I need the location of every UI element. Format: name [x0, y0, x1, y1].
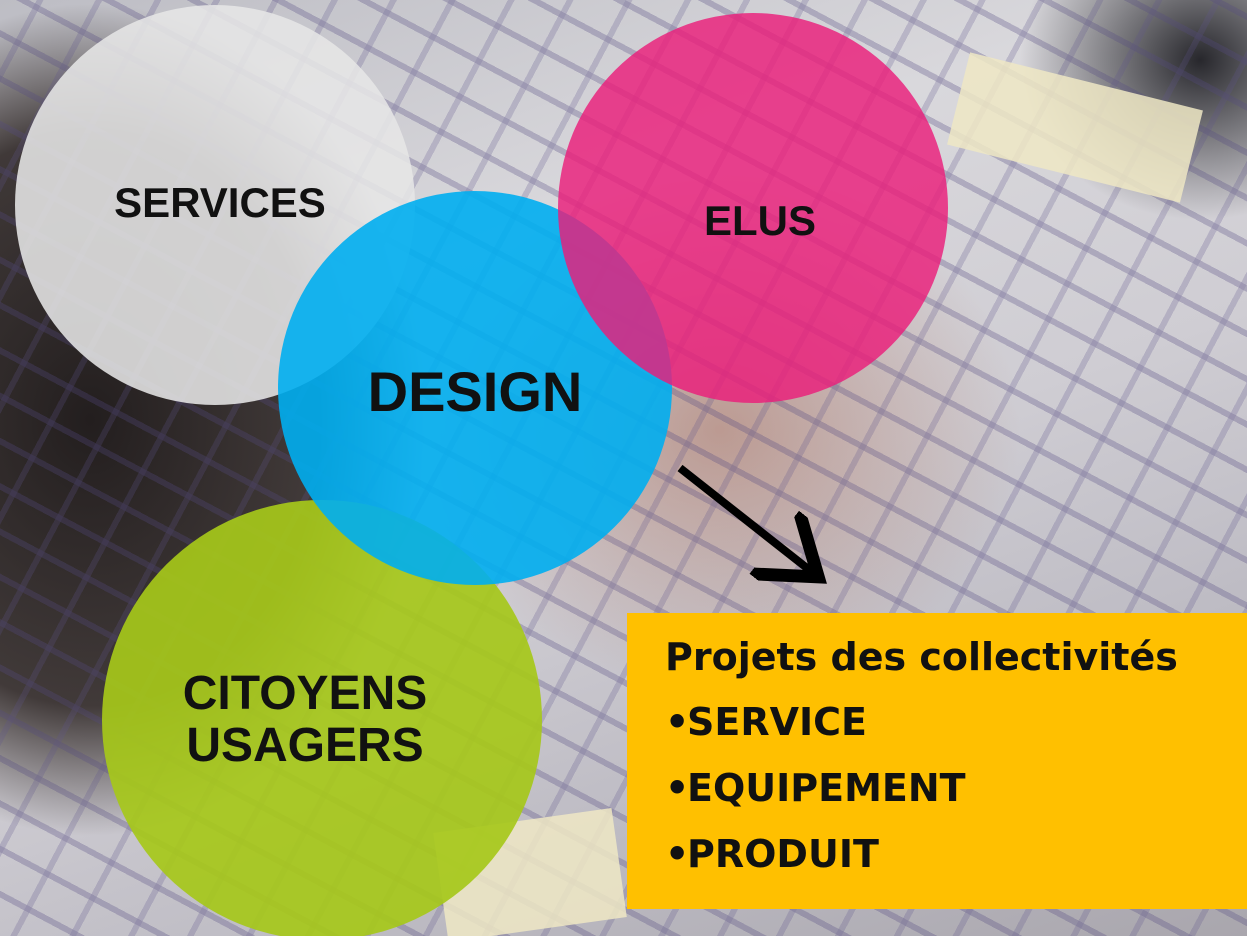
circle-citoyens-usagers: [102, 500, 542, 936]
projects-list: •SERVICE •EQUIPEMENT •PRODUIT: [665, 689, 1247, 887]
label-citoyens-usagers: CITOYENS USAGERS: [182, 667, 428, 772]
projects-title: Projets des collectivités: [665, 635, 1178, 679]
arrow: [677, 464, 812, 572]
projects-box: Projets des collectivités •SERVICE •EQUI…: [627, 613, 1247, 909]
circle-design: [278, 191, 672, 585]
label-elus: ELUS: [703, 197, 816, 244]
bullet-icon: •: [665, 766, 690, 810]
bullet-icon: •: [665, 832, 690, 876]
list-item: •PRODUIT: [665, 821, 1247, 887]
list-item: •SERVICE: [665, 689, 1247, 755]
label-services: SERVICES: [114, 179, 326, 226]
bullet-icon: •: [665, 700, 690, 744]
list-item-label: EQUIPEMENT: [687, 766, 966, 810]
label-design: DESIGN: [367, 360, 583, 423]
list-item: •EQUIPEMENT: [665, 755, 1247, 821]
list-item-label: SERVICE: [687, 700, 867, 744]
list-item-label: PRODUIT: [687, 832, 879, 876]
circle-elus: [558, 13, 948, 403]
